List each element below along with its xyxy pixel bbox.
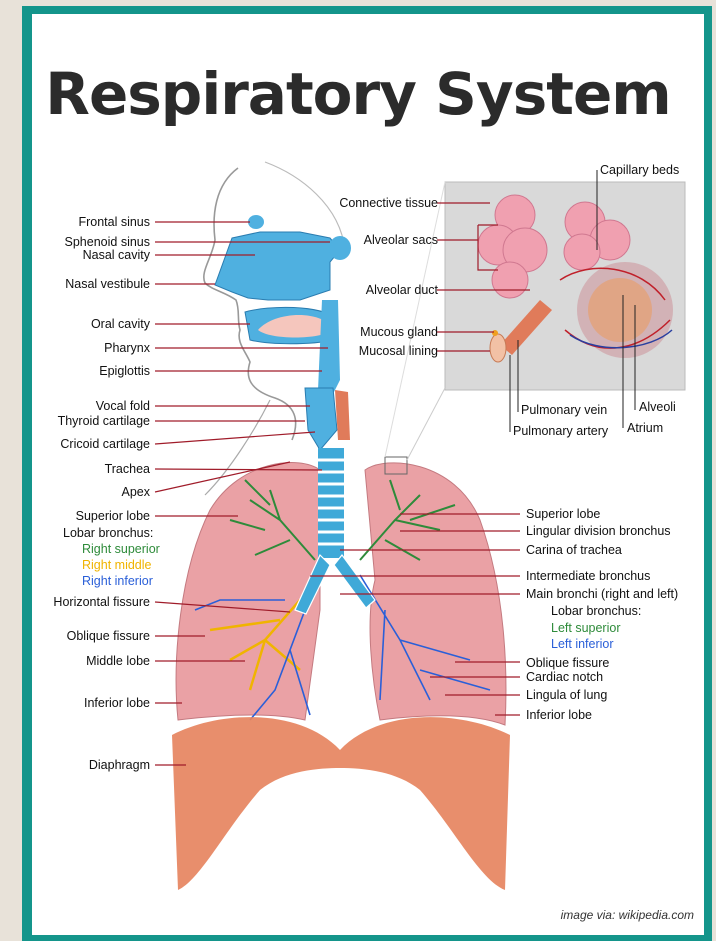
label-main-bronchi: Main bronchi (right and left) xyxy=(526,587,678,601)
esophagus-shape xyxy=(335,390,350,440)
inset-connector-1 xyxy=(407,388,445,460)
label-carina-of-trachea: Carina of trachea xyxy=(526,543,622,557)
label-mucous-gland: Mucous gland xyxy=(360,325,438,339)
inset-connector-2 xyxy=(385,182,445,457)
larynx-shape xyxy=(305,388,337,450)
head-outline xyxy=(204,168,296,440)
label-oblique-fissure-right: Oblique fissure xyxy=(67,629,150,643)
label-sphenoid-sinus: Sphenoid sinus xyxy=(65,235,150,249)
right-lung-shape xyxy=(176,463,320,720)
label-thyroid-cartilage: Thyroid cartilage xyxy=(58,414,150,428)
label-lingula-of-lung: Lingula of lung xyxy=(526,688,607,702)
trachea-shape xyxy=(318,448,344,558)
label-connective-tissue: Connective tissue xyxy=(339,196,438,210)
label-left-superior: Left superior xyxy=(551,621,620,635)
sphenoid-sinus-shape xyxy=(329,236,351,260)
label-superior-lobe-left: Superior lobe xyxy=(526,507,600,521)
label-oral-cavity: Oral cavity xyxy=(91,317,150,331)
label-right-inferior: Right inferior xyxy=(82,574,153,588)
label-horizontal-fissure: Horizontal fissure xyxy=(53,595,150,609)
label-alveolar-sacs: Alveolar sacs xyxy=(364,233,438,247)
label-atrium: Atrium xyxy=(627,421,663,435)
label-alveolar-duct: Alveolar duct xyxy=(366,283,438,297)
label-pharynx: Pharynx xyxy=(104,341,150,355)
diaphragm-shape xyxy=(172,717,510,890)
label-oblique-fissure-left: Oblique fissure xyxy=(526,656,609,670)
label-superior-lobe-right: Superior lobe xyxy=(76,509,150,523)
label-diaphragm: Diaphragm xyxy=(89,758,150,772)
label-left-inferior: Left inferior xyxy=(551,637,614,651)
label-apex: Apex xyxy=(122,485,151,499)
label-middle-lobe: Middle lobe xyxy=(86,654,150,668)
label-nasal-cavity: Nasal cavity xyxy=(83,248,150,262)
label-intermediate-bronchus: Intermediate bronchus xyxy=(526,569,650,583)
label-cardiac-notch: Cardiac notch xyxy=(526,670,603,684)
airway-cross-section xyxy=(490,334,506,362)
label-right-middle: Right middle xyxy=(82,558,151,572)
label-vocal-fold: Vocal fold xyxy=(96,399,150,413)
label-alveoli: Alveoli xyxy=(639,400,676,414)
label-lobar-bronchus-left: Lobar bronchus: xyxy=(551,604,641,618)
frontal-sinus-shape xyxy=(248,215,264,229)
mucous-gland-shape xyxy=(492,330,498,336)
label-inferior-lobe-left: Inferior lobe xyxy=(526,708,592,722)
label-frontal-sinus: Frontal sinus xyxy=(78,215,150,229)
label-lingular-division-bronchus: Lingular division bronchus xyxy=(526,524,671,538)
label-inferior-lobe-right: Inferior lobe xyxy=(84,696,150,710)
label-pulmonary-vein: Pulmonary vein xyxy=(521,403,607,417)
atrium-shape xyxy=(588,278,652,342)
label-right-superior: Right superior xyxy=(82,542,160,556)
label-capillary-beds: Capillary beds xyxy=(600,163,679,177)
label-epiglottis: Epiglottis xyxy=(99,364,150,378)
label-lobar-bronchus-right: Lobar bronchus: xyxy=(63,526,153,540)
label-nasal-vestibule: Nasal vestibule xyxy=(65,277,150,291)
label-cricoid-cartilage: Cricoid cartilage xyxy=(60,437,150,451)
label-trachea: Trachea xyxy=(105,462,150,476)
label-mucosal-lining: Mucosal lining xyxy=(359,344,438,358)
label-pulmonary-artery: Pulmonary artery xyxy=(513,424,608,438)
image-credit: image via: wikipedia.com xyxy=(561,908,694,922)
